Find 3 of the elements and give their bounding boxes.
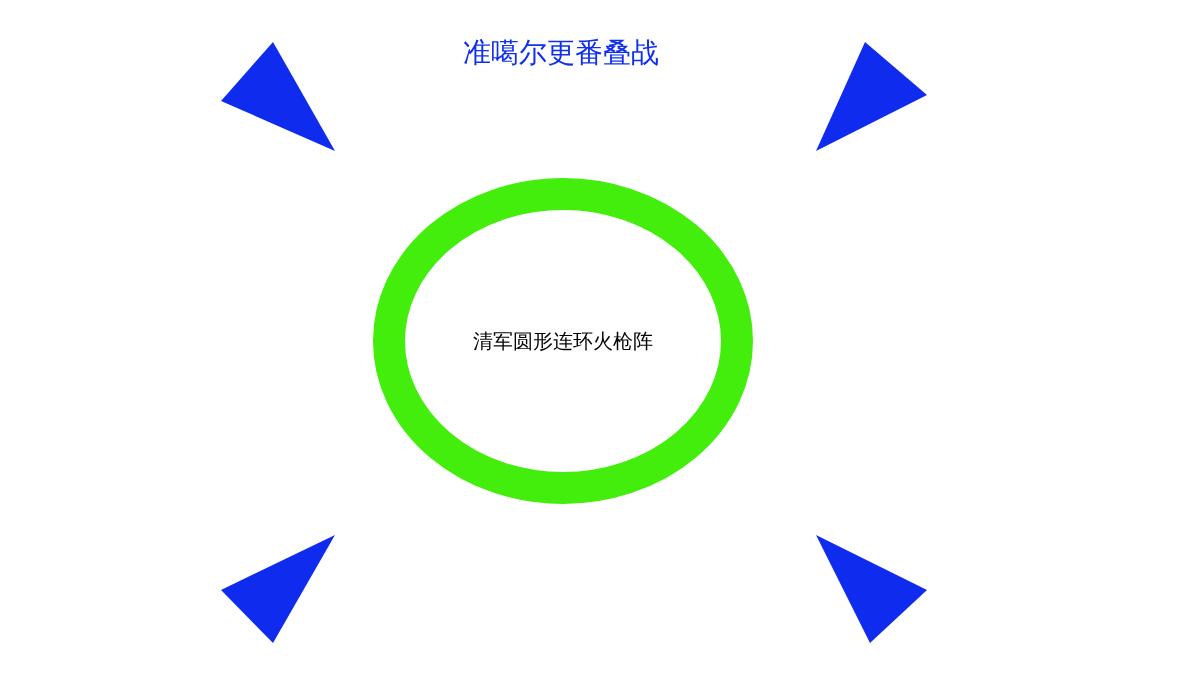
- diagram-title: 准噶尔更番叠战: [462, 35, 660, 71]
- formation-label: 清军圆形连环火枪阵: [473, 327, 653, 355]
- ring-formation: [373, 178, 753, 504]
